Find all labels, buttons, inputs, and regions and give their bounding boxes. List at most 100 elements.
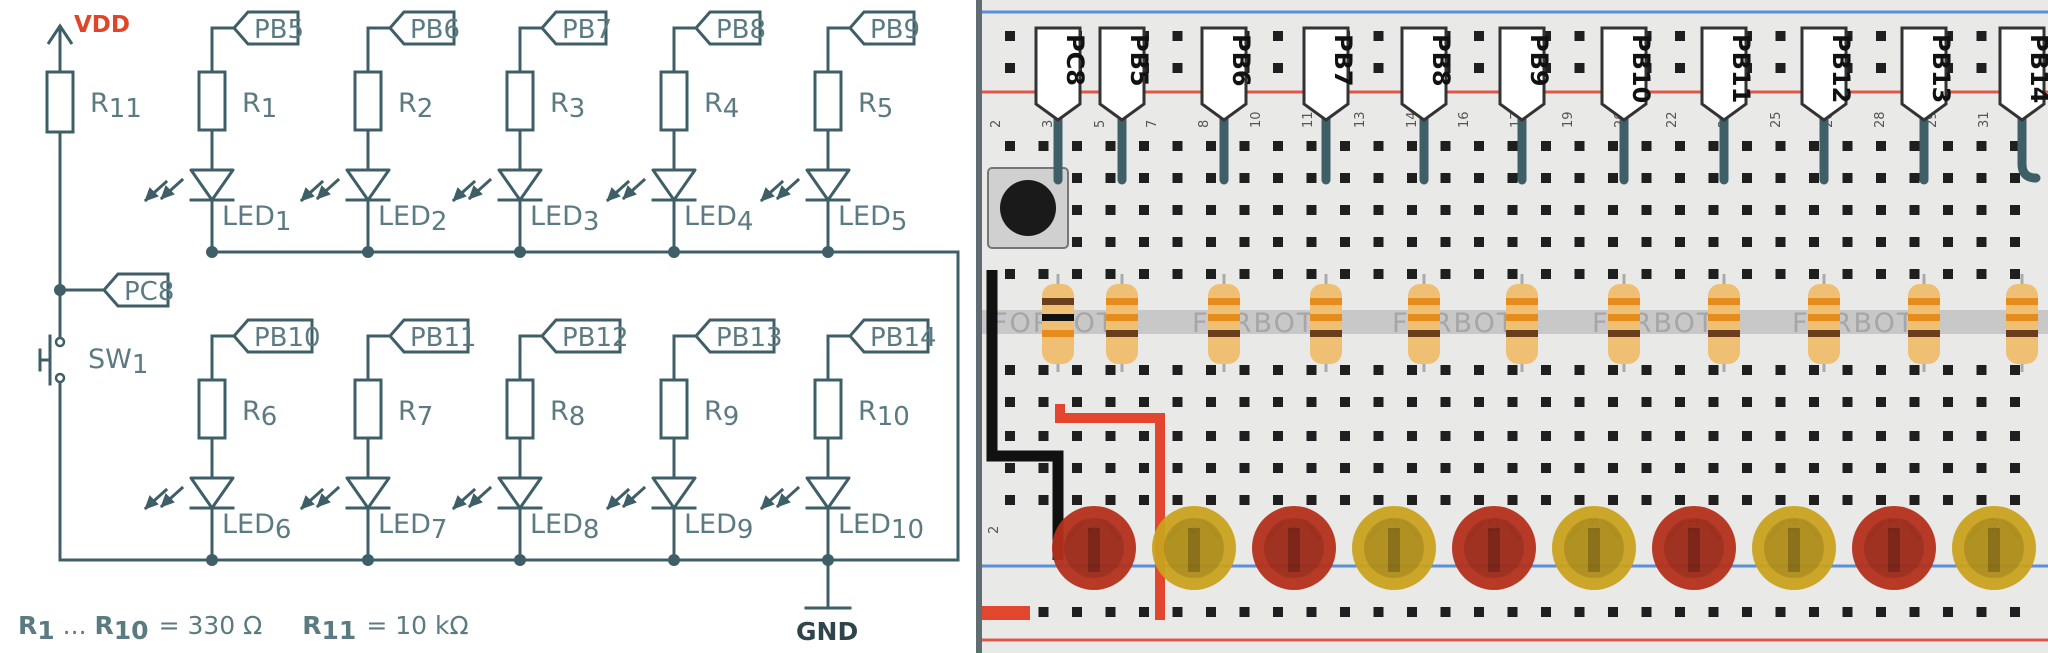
switch-contact: [54, 336, 66, 348]
hole: [1172, 431, 1183, 441]
pin-flag: [1900, 26, 1948, 122]
hole: [1943, 237, 1953, 247]
hole: [1909, 463, 1920, 473]
resistor-label-r10-letter: R: [858, 396, 877, 427]
emission-arrowhead: [452, 495, 467, 510]
led-label-led4: LED4: [684, 201, 753, 237]
hole: [1306, 495, 1317, 505]
pin-flag: [1098, 26, 1146, 122]
hole: [1574, 431, 1585, 441]
emission-arrowhead: [468, 493, 483, 508]
hole: [1373, 31, 1384, 41]
led-symbol: [497, 476, 543, 510]
resistor-band: [1208, 314, 1240, 321]
led-label-led2-letter: LED: [378, 201, 431, 232]
hole: [1206, 173, 1216, 183]
hole: [1105, 173, 1116, 183]
hole: [1742, 397, 1752, 407]
port-label-pb10: PB10: [254, 323, 321, 353]
hole: [1038, 431, 1049, 441]
hole: [1708, 607, 1719, 617]
pin-label-pb13: PB13: [1927, 34, 1955, 103]
hole: [1608, 365, 1618, 375]
led-body: [1752, 506, 1836, 590]
resistor-label-r9-index: 9: [723, 402, 740, 432]
note-value-2: = 10 kΩ: [366, 611, 468, 640]
hole: [1541, 463, 1551, 473]
led-lens: [1564, 518, 1624, 578]
hole: [1038, 607, 1049, 617]
hole: [1675, 173, 1685, 183]
hole: [1909, 205, 1920, 215]
resistor-label-r4-letter: R: [704, 88, 723, 119]
resistor-band: [1408, 298, 1440, 305]
hole: [1809, 463, 1819, 473]
hole: [1373, 397, 1384, 407]
led-body: [1252, 506, 1336, 590]
junction-dot: [206, 554, 218, 566]
hole: [1373, 431, 1384, 441]
resistor-label-r3-letter: R: [550, 88, 569, 119]
hole: [1641, 205, 1652, 215]
emission-arrowhead: [622, 493, 637, 508]
hole: [1172, 607, 1183, 617]
resistor-band: [1208, 330, 1240, 337]
resistor-body: [1408, 284, 1440, 364]
column-number: 25: [1769, 111, 1784, 128]
resistor-label-r6-index: 6: [261, 402, 278, 432]
led-lens: [1964, 518, 2024, 578]
hole: [1105, 205, 1116, 215]
hole: [1742, 269, 1752, 279]
hole: [1574, 173, 1585, 183]
column-number: 8: [1197, 120, 1212, 128]
hole: [1306, 365, 1317, 375]
hole: [1474, 269, 1484, 279]
hole: [1943, 173, 1953, 183]
hole: [1072, 397, 1082, 407]
led-body: [1552, 506, 1636, 590]
hole: [1105, 237, 1116, 247]
hole: [1072, 365, 1082, 375]
note-ellipsis: ...: [63, 611, 87, 640]
resistor-symbol: [659, 70, 689, 132]
resistor-body: [1042, 284, 1074, 364]
hole: [1608, 397, 1618, 407]
resistor-band: [1208, 298, 1240, 305]
hole: [1507, 173, 1518, 183]
hole: [1373, 141, 1384, 151]
led-label-led2-index: 2: [431, 207, 448, 237]
hole: [1809, 205, 1819, 215]
led-die: [1088, 528, 1100, 572]
hole: [1608, 173, 1618, 183]
hole: [1708, 431, 1719, 441]
hole: [1072, 463, 1082, 473]
pin-flag: [1998, 26, 2046, 122]
emission-arrowhead: [606, 187, 621, 202]
hole: [1407, 141, 1417, 151]
hole: [1507, 495, 1518, 505]
emission-arrowhead: [300, 187, 315, 202]
hole: [1239, 365, 1250, 375]
column-number: 7: [1145, 120, 1160, 128]
resistor-band: [2006, 298, 2038, 305]
hole: [1641, 141, 1652, 151]
led-label-led3-letter: LED: [530, 201, 583, 232]
hole: [1440, 365, 1451, 375]
hole: [1909, 365, 1920, 375]
resistor-band: [1808, 298, 1840, 305]
hole: [1172, 173, 1183, 183]
hole: [1507, 397, 1518, 407]
resistor-band: [1106, 330, 1138, 337]
hole: [1909, 237, 1920, 247]
led-label-led1-letter: LED: [222, 201, 275, 232]
junction-dot: [206, 246, 218, 258]
hole: [1809, 269, 1819, 279]
hole: [2010, 397, 2020, 407]
resistor-body: [1506, 284, 1538, 364]
hole: [1675, 607, 1685, 617]
hole: [1038, 463, 1049, 473]
hole: [1943, 31, 1953, 41]
hole: [1842, 607, 1853, 617]
hole: [1440, 397, 1451, 407]
hole: [1976, 31, 1987, 41]
